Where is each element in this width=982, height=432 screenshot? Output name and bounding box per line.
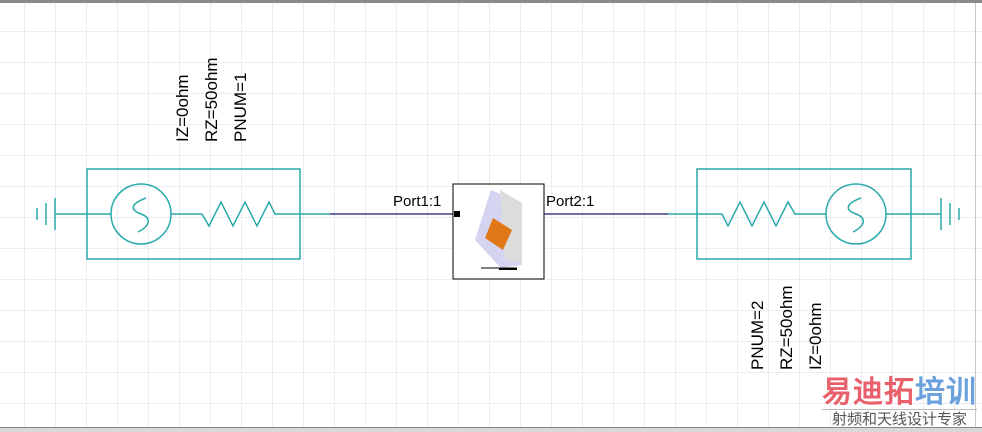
port2-pnum-label: PNUM=2 [748,300,767,370]
port1-iz-label: IZ=0ohm [173,74,192,142]
horizontal-scrollbar[interactable] [0,427,982,432]
port1-source[interactable] [86,168,330,260]
watermark: 易迪拓培训 射频和天线设计专家 [822,377,977,428]
ground-icon-right [940,198,960,230]
watermark-subtitle: 射频和天线设计专家 [822,409,977,428]
port2-source[interactable] [668,168,941,260]
watermark-title-2: 培训 [915,376,977,409]
watermark-title-1: 易迪拓 [822,376,915,409]
ground-icon-left [36,198,87,230]
port1-pnum-label: PNUM=1 [231,72,250,142]
port2-rz-label: RZ=50ohm [777,285,796,370]
canvas-right-border [975,3,976,431]
window-top-border [0,0,982,3]
port2-label: Port2:1 [546,193,595,210]
em-component-block[interactable] [452,183,545,280]
port1-rz-label: RZ=50ohm [202,57,221,142]
resistor-icon [668,200,826,228]
port1-label: Port1:1 [393,193,442,210]
pin-marker [454,211,460,217]
port2-iz-label: IZ=0ohm [806,302,825,370]
resistor-icon [201,200,330,228]
